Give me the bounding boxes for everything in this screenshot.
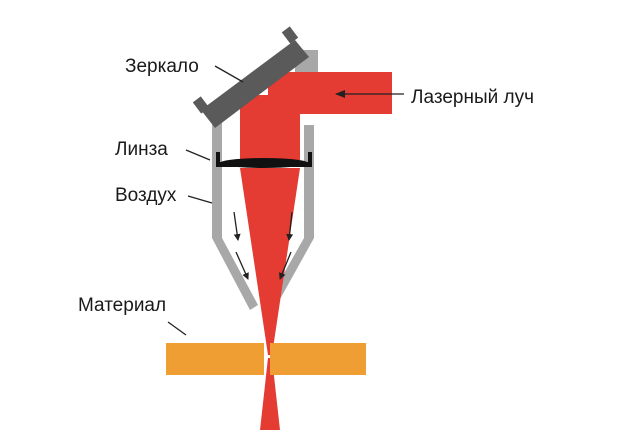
beam-cone-upper xyxy=(240,168,300,355)
beam-cone-lower xyxy=(260,358,280,430)
air-flow-arrows xyxy=(233,211,294,280)
arrow-icon xyxy=(233,211,241,241)
leader-lines xyxy=(167,65,404,336)
mirror-tab-bottom xyxy=(192,96,210,114)
material xyxy=(166,343,366,375)
lens-leader xyxy=(185,149,211,161)
mirror-leader xyxy=(214,65,244,83)
housing-right-wall xyxy=(266,125,314,310)
material-right xyxy=(270,343,366,375)
beam-vertical xyxy=(240,95,300,160)
material-label: Материал xyxy=(78,295,167,316)
housing-left-wall xyxy=(212,112,258,310)
air-label: Воздух xyxy=(115,185,177,206)
mirror-plate xyxy=(201,40,309,128)
arrow-icon xyxy=(286,211,294,241)
arrow-icon xyxy=(235,251,249,280)
lens-glass xyxy=(220,158,308,168)
laser-beam-label: Лазерный луч xyxy=(411,87,534,108)
mirror-label: Зеркало xyxy=(125,56,199,77)
lens xyxy=(216,152,312,168)
air-leader xyxy=(187,195,213,204)
lens-label: Линза xyxy=(115,139,168,160)
mirror xyxy=(192,26,309,128)
laser-beam xyxy=(240,72,392,430)
arrow-icon xyxy=(279,251,292,280)
material-leader xyxy=(167,321,187,336)
mirror-tab-top xyxy=(281,26,299,44)
material-left xyxy=(166,343,264,375)
